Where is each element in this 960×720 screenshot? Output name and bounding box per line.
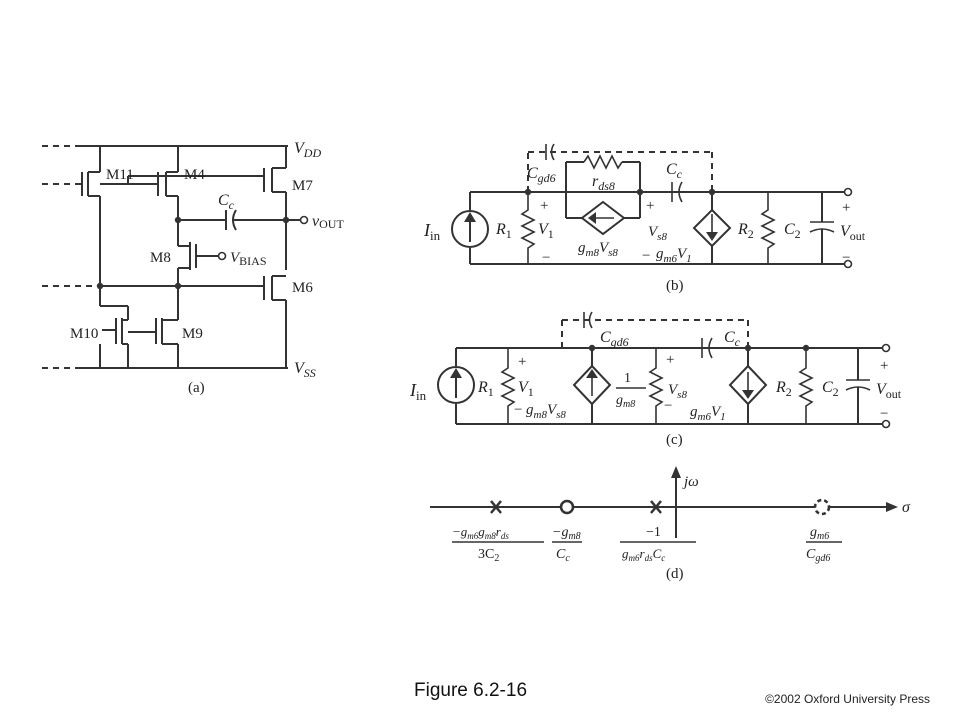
vout-minus-c: − <box>880 406 888 422</box>
panel-c-schematic <box>437 311 891 429</box>
cc-label-c: Cc <box>724 329 741 349</box>
pole2-numerator: −1 <box>646 525 661 540</box>
m6-label: M6 <box>292 280 313 296</box>
gm8-label-c: gm8 <box>616 393 635 410</box>
rds8-label-b: rds8 <box>592 173 615 193</box>
pole2-denominator: gm6rdsCc <box>622 546 665 563</box>
v1-plus-b: + <box>540 198 548 214</box>
vs8-label-c: Vs8 <box>668 382 687 401</box>
panel-b-schematic <box>451 143 853 269</box>
c2-label-b: C2 <box>784 221 801 241</box>
cgd6-label-c: Cgd6 <box>600 329 629 349</box>
copyright-notice: ©2002 Oxford University Press <box>765 692 930 706</box>
v1-minus-c: − <box>514 402 522 418</box>
m10-label: M10 <box>70 326 98 342</box>
iin-label-c: Iin <box>409 380 427 403</box>
v1-plus-c: + <box>518 354 526 370</box>
vout-plus-b: + <box>842 200 850 216</box>
pole-marker-2 <box>650 500 662 514</box>
one-over-label-c: 1 <box>624 371 631 386</box>
zero2-numerator: gm6 <box>810 525 829 542</box>
m7-label: M7 <box>292 178 313 194</box>
cc-label-a: Cc <box>218 192 235 212</box>
iin-label-b: Iin <box>423 220 441 243</box>
zero1-denominator: Cc <box>556 547 570 564</box>
m11-label: M11 <box>106 167 134 183</box>
vout-label-b: Vout <box>840 223 866 243</box>
vs8-plus-c: + <box>666 352 674 368</box>
cc-label-b: Cc <box>666 161 683 181</box>
vout-minus-b: − <box>842 250 850 266</box>
panel-d-pole-zero <box>430 466 898 538</box>
panel-a-caption: (a) <box>188 380 205 396</box>
v1-minus-b: − <box>542 250 550 266</box>
gm8vs8-label-c: gm8Vs8 <box>526 402 566 421</box>
vs8-plus-b: + <box>646 198 654 214</box>
vbias-label: VBIAS <box>230 250 267 268</box>
m9-label: M9 <box>182 326 203 342</box>
pole1-numerator: −gm6gm8rds <box>452 524 509 541</box>
sigma-label: σ <box>902 499 911 516</box>
r1-label-b: R1 <box>495 221 512 241</box>
panel-c-labels: Iin R1 + V1 − gm8Vs8 Cgd6 1 gm8 + Vs8 − … <box>409 329 902 448</box>
zero2-denominator: Cgd6 <box>806 547 830 564</box>
zero-marker-1 <box>559 499 575 515</box>
vss-label: VSS <box>294 360 316 380</box>
panel-d-labels: jω σ −gm6gm8rds 3C2 −gm8 Cc −1 gm6rdsCc … <box>452 474 911 582</box>
panel-a-schematic <box>42 145 309 369</box>
pole1-denominator: 3C2 <box>478 547 499 564</box>
v1-label-b: V1 <box>538 221 554 241</box>
vdd-label: VDD <box>294 140 321 160</box>
sigma-arrow-icon <box>886 502 898 512</box>
zero-marker-2 <box>813 498 831 516</box>
vout-plus-c: + <box>880 358 888 374</box>
m8-label: M8 <box>150 250 171 266</box>
gm6v1-label-c: gm6V1 <box>690 404 726 423</box>
zero1-numerator: −gm8 <box>552 525 581 542</box>
panel-d-caption: (d) <box>666 566 684 582</box>
vs8-label-b: Vs8 <box>648 224 667 243</box>
jw-arrow-icon <box>671 466 681 478</box>
panel-b-labels: Iin R1 + V1 − Cgd6 rds8 Cc + gm8Vs8 Vs8 … <box>423 161 866 294</box>
pole-marker-1 <box>490 500 502 514</box>
m4-label: M4 <box>184 167 205 183</box>
figure-caption: Figure 6.2-16 <box>414 680 528 701</box>
gm8vs8-label-b: gm8Vs8 <box>578 240 618 259</box>
vout-label-c: Vout <box>876 381 902 401</box>
r2-label-b: R2 <box>737 221 754 241</box>
gm6v1-label-b: gm6V1 <box>656 246 692 265</box>
panel-c-caption: (c) <box>666 432 683 448</box>
cgd6-label-b: Cgd6 <box>527 165 556 185</box>
panel-a-labels: VDD M11 M4 M7 Cc vOUT M8 VBIAS M6 M10 M9… <box>70 140 344 396</box>
vout-label-a: vOUT <box>312 213 344 231</box>
vs8-minus-b: − <box>642 248 650 264</box>
r1-label-c: R1 <box>477 379 494 399</box>
panel-b-caption: (b) <box>666 278 684 294</box>
v1-label-c: V1 <box>518 379 534 399</box>
c2-label-c: C2 <box>822 379 839 399</box>
vs8-minus-c: − <box>664 398 672 414</box>
r2-label-c: R2 <box>775 379 792 399</box>
jw-label: jω <box>682 474 699 490</box>
